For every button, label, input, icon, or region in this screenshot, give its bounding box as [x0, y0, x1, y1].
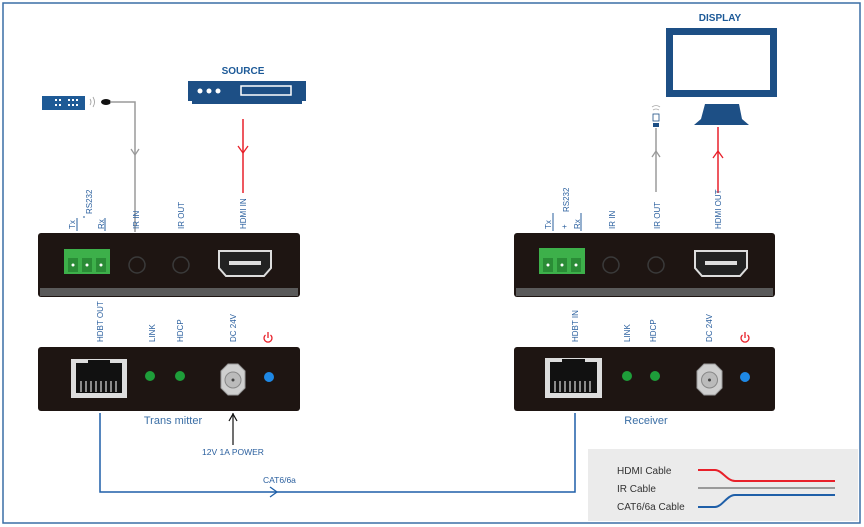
arrow-down-icon	[237, 145, 249, 155]
link-led	[622, 371, 632, 381]
transmitter-front-panel	[38, 233, 300, 297]
hdmi-out-port	[694, 250, 748, 277]
hdbt-out-label: HDBT OUT	[96, 301, 105, 342]
ir-emitter-icon	[101, 99, 111, 105]
dc-power-jack	[696, 363, 723, 396]
display-label: DISPLAY	[699, 13, 742, 24]
arrow-up-icon	[712, 149, 724, 159]
rj45-hdbt-out-port	[71, 359, 127, 398]
transmitter-top-labels: Tx RS232 Rx IR IN IR OUT HDMI IN	[68, 189, 248, 231]
transmitter-label: Trans mitter	[144, 415, 203, 427]
rs232-label: RS232	[562, 187, 571, 212]
cat6-cable	[99, 413, 576, 493]
receiver-rear-panel	[514, 347, 775, 411]
rs232-terminal-block	[64, 249, 110, 274]
link-label: LINK	[623, 324, 632, 342]
hdbt-in-label: HDBT IN	[571, 310, 580, 342]
rx-label: Rx	[573, 219, 582, 229]
rs232-label: RS232	[85, 189, 94, 214]
ir-out-label: IR OUT	[177, 202, 186, 229]
hdcp-led	[175, 371, 185, 381]
ir-remote-icon	[42, 96, 95, 110]
ir-in-jack	[128, 256, 146, 274]
ground-plus-label: +	[560, 224, 569, 229]
receiver-front-panel	[514, 233, 775, 297]
ir-in-label: IR IN	[608, 211, 617, 229]
tx-label: Tx	[68, 220, 77, 229]
dc-24v-label: DC 24V	[705, 313, 714, 342]
dc-power-jack	[220, 363, 246, 396]
power-led	[740, 372, 750, 382]
legend-hdmi-line	[698, 469, 835, 482]
ir-receiver-icon	[651, 105, 661, 127]
receiver-label: Receiver	[624, 415, 668, 427]
hdcp-led	[650, 371, 660, 381]
ir-in-label: IR IN	[132, 211, 141, 229]
ir-cable-in	[110, 101, 136, 232]
dc-24v-label: DC 24V	[229, 313, 238, 342]
hdmi-in-label: HDMI IN	[239, 198, 248, 229]
ir-out-label: IR OUT	[653, 202, 662, 229]
power-icon	[263, 332, 273, 343]
legend-ir-label: IR Cable	[617, 484, 656, 495]
ir-out-jack	[172, 256, 190, 274]
source-device-icon	[188, 81, 306, 104]
arrow-down-icon	[130, 148, 140, 157]
legend-hdmi-label: HDMI Cable	[617, 466, 672, 477]
link-label: LINK	[148, 324, 157, 342]
rj45-hdbt-in-port	[545, 358, 602, 398]
legend-cat6-label: CAT6/6a Cable	[617, 502, 685, 513]
transmitter-rear-panel	[38, 347, 300, 411]
arrow-up-icon	[651, 149, 661, 158]
arrow-up-icon	[228, 412, 238, 422]
rs232-terminal-block	[539, 248, 585, 274]
cable-legend: HDMI Cable IR Cable CAT6/6a Cable	[588, 449, 858, 521]
receiver-top-labels: Tx RS232 + Rx IR IN IR OUT HDMI OUT	[544, 187, 723, 231]
source-label: SOURCE	[222, 66, 265, 77]
hdmi-out-label: HDMI OUT	[714, 189, 723, 229]
link-led	[145, 371, 155, 381]
power-supply-label: 12V 1A POWER	[202, 447, 264, 457]
display-monitor-icon	[666, 28, 777, 125]
ir-out-jack	[647, 256, 665, 274]
hdcp-label: HDCP	[176, 319, 185, 342]
hdcp-label: HDCP	[649, 319, 658, 342]
power-led	[264, 372, 274, 382]
ir-in-jack	[602, 256, 620, 274]
hdmi-in-port	[218, 250, 272, 277]
arrow-right-icon	[269, 486, 279, 498]
rx-label: Rx	[97, 219, 106, 229]
tx-label: Tx	[544, 220, 553, 229]
legend-cat6-line	[698, 494, 835, 508]
power-icon	[740, 332, 750, 343]
cat6-cable-label: CAT6/6a	[263, 475, 296, 485]
